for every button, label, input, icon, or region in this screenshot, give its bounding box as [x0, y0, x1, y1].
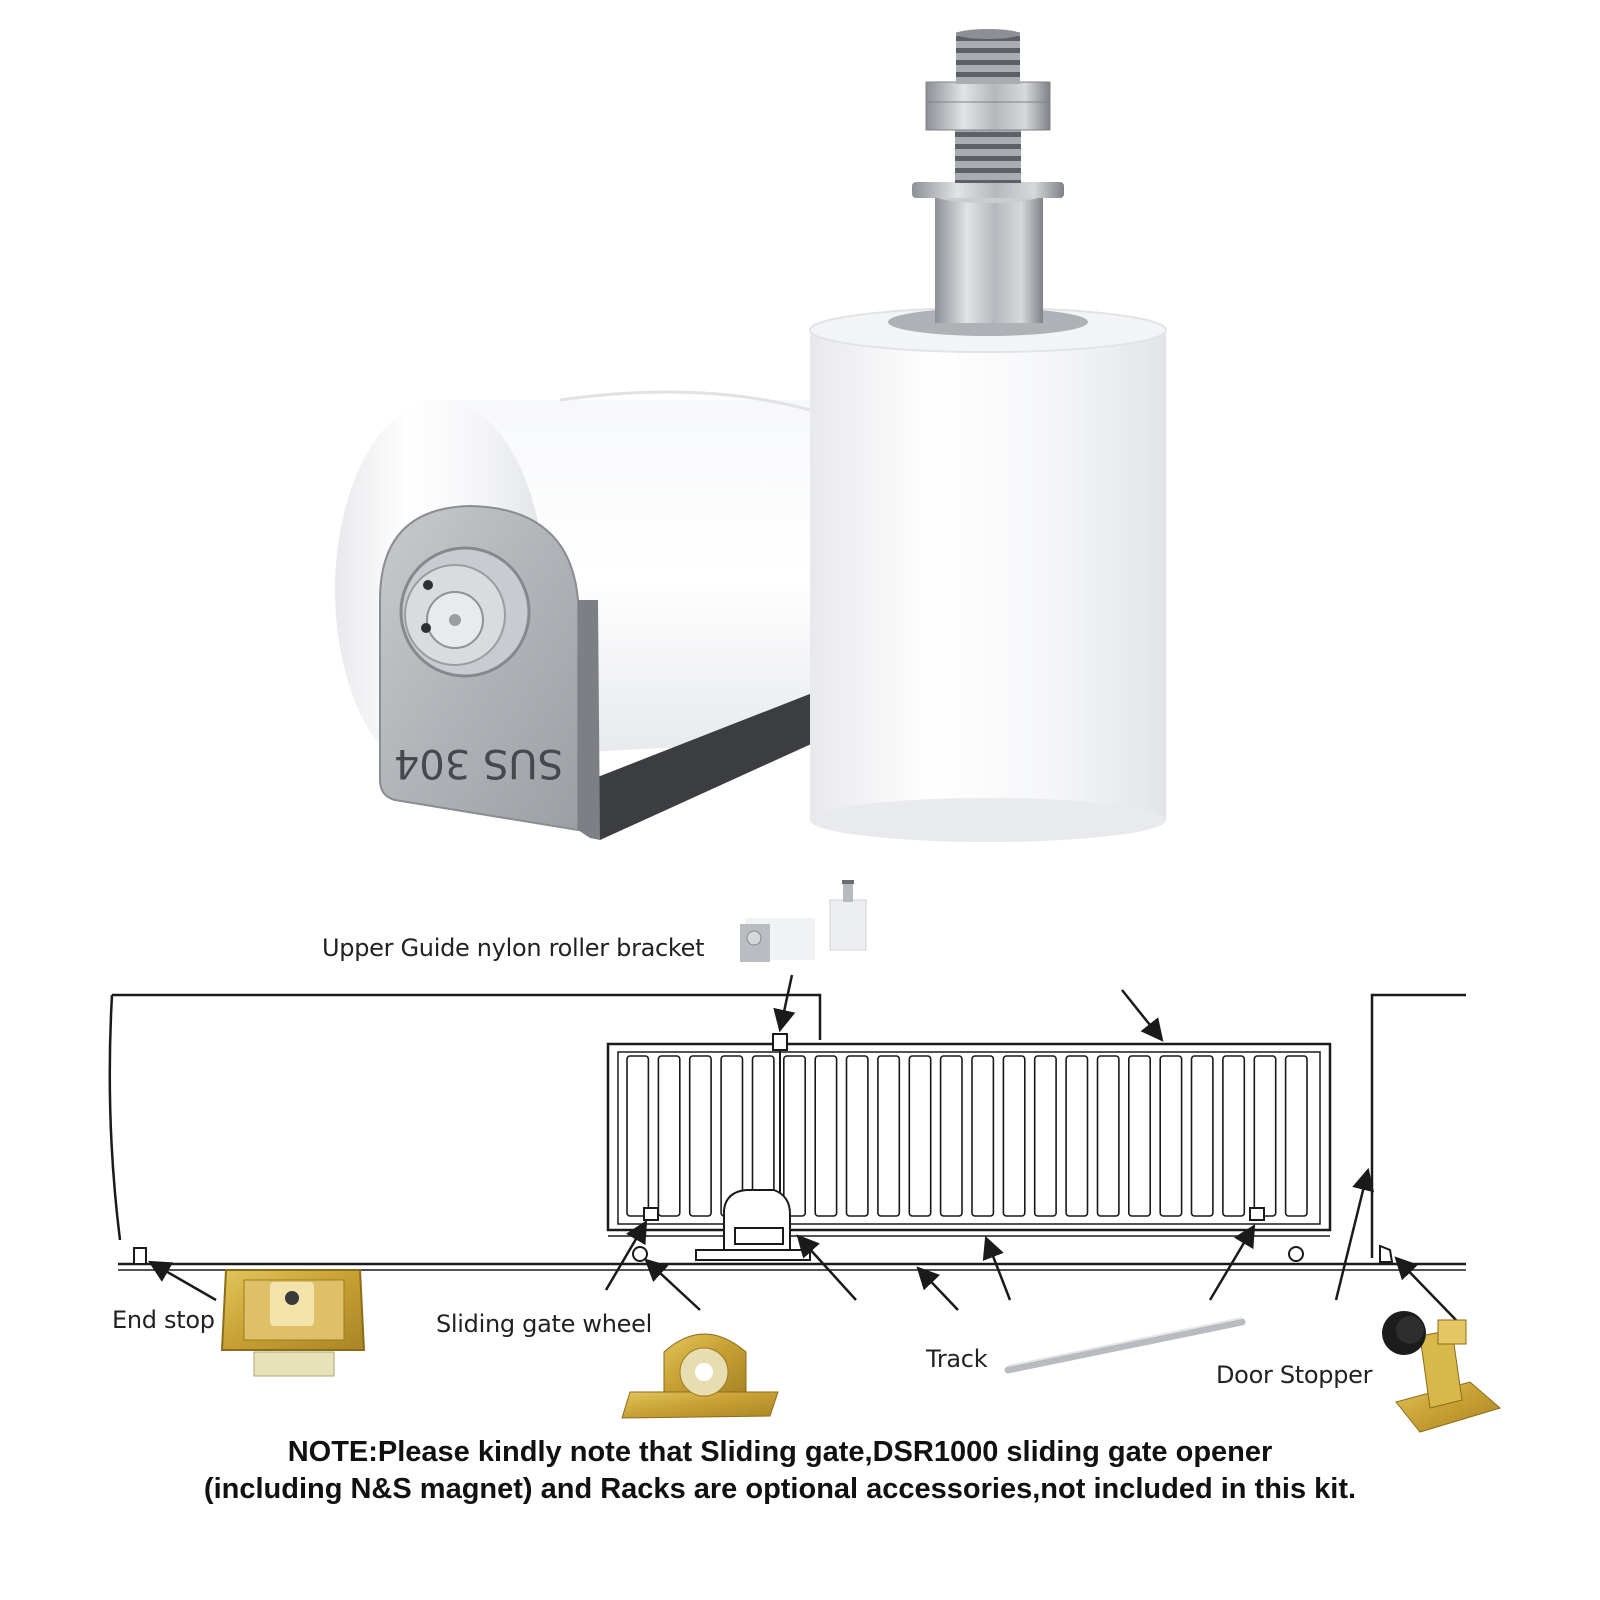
label-upper-guide: Upper Guide nylon roller bracket — [322, 934, 705, 962]
gate-bar — [1128, 1055, 1152, 1217]
door-stopper-mark — [1379, 1244, 1394, 1263]
gate-bar — [782, 1055, 806, 1217]
gate-wheel-right — [1288, 1246, 1304, 1262]
horizontal-roller: SUS 304 — [335, 390, 820, 840]
arrow-wheel-left — [604, 1220, 648, 1291]
arrow-wheel-right — [1208, 1224, 1256, 1301]
gate-bar — [814, 1055, 838, 1217]
label-door-stopper: Door Stopper — [1216, 1361, 1373, 1389]
gate-bar — [1159, 1055, 1183, 1217]
gate-bar — [1190, 1055, 1214, 1217]
gate-bar — [1002, 1055, 1026, 1217]
gate-bars — [626, 1055, 1308, 1217]
gate-bar — [1253, 1055, 1277, 1217]
arrow-door-stopper — [1394, 1256, 1457, 1321]
gate-wheel-photo — [621, 1333, 779, 1419]
arrow-opener — [796, 1234, 857, 1301]
gate-bar — [1284, 1055, 1308, 1217]
label-track: Track — [926, 1345, 988, 1373]
note-line-2: (including N&S magnet) and Racks are opt… — [203, 1473, 1357, 1505]
arrow-upper-guide — [773, 974, 796, 1033]
left-wall — [112, 993, 822, 1040]
gate-bar — [626, 1055, 650, 1217]
gate-opener — [695, 1189, 811, 1261]
gate-bar — [1033, 1055, 1057, 1217]
upper-guide-inset-photo — [710, 880, 890, 980]
end-stop-photo — [220, 1269, 366, 1377]
gate-bar — [657, 1055, 681, 1217]
gate-bar — [877, 1055, 901, 1217]
gate-bar — [845, 1055, 869, 1217]
sliding-gate — [606, 1042, 1332, 1232]
gate-bar — [971, 1055, 995, 1217]
installation-diagram — [108, 880, 1502, 1433]
gate-bar — [1065, 1055, 1089, 1217]
engraving-text: SUS 304 — [394, 740, 563, 786]
arrow-gate — [1121, 989, 1164, 1042]
gate-bar — [688, 1055, 712, 1217]
label-sliding-gate-wheel: Sliding gate wheel — [436, 1310, 652, 1338]
note-line-1: NOTE:Please kindly note that Sliding gat… — [287, 1436, 1273, 1468]
arrow-wheel-front — [644, 1258, 701, 1311]
door-stopper-photo — [1382, 1311, 1502, 1433]
gate-bar — [908, 1055, 932, 1217]
roller-bracket-illustration: SUS 304 — [335, 29, 1167, 842]
gate-bar — [1096, 1055, 1120, 1217]
gate-bar — [939, 1055, 963, 1217]
right-post — [1370, 993, 1466, 1258]
arrow-post — [1334, 1167, 1375, 1301]
label-end-stop: End stop — [112, 1306, 215, 1334]
end-stop-mark — [133, 1247, 147, 1265]
upper-guide-post — [772, 1033, 788, 1195]
arrow-end-stop — [148, 1260, 217, 1302]
gate-bar — [1222, 1055, 1246, 1217]
vertical-roller — [809, 29, 1167, 842]
arrow-track — [916, 1266, 959, 1311]
track-photo — [1004, 1317, 1246, 1374]
arrow-rack — [982, 1235, 1012, 1301]
gate-wheel-left — [632, 1246, 648, 1262]
